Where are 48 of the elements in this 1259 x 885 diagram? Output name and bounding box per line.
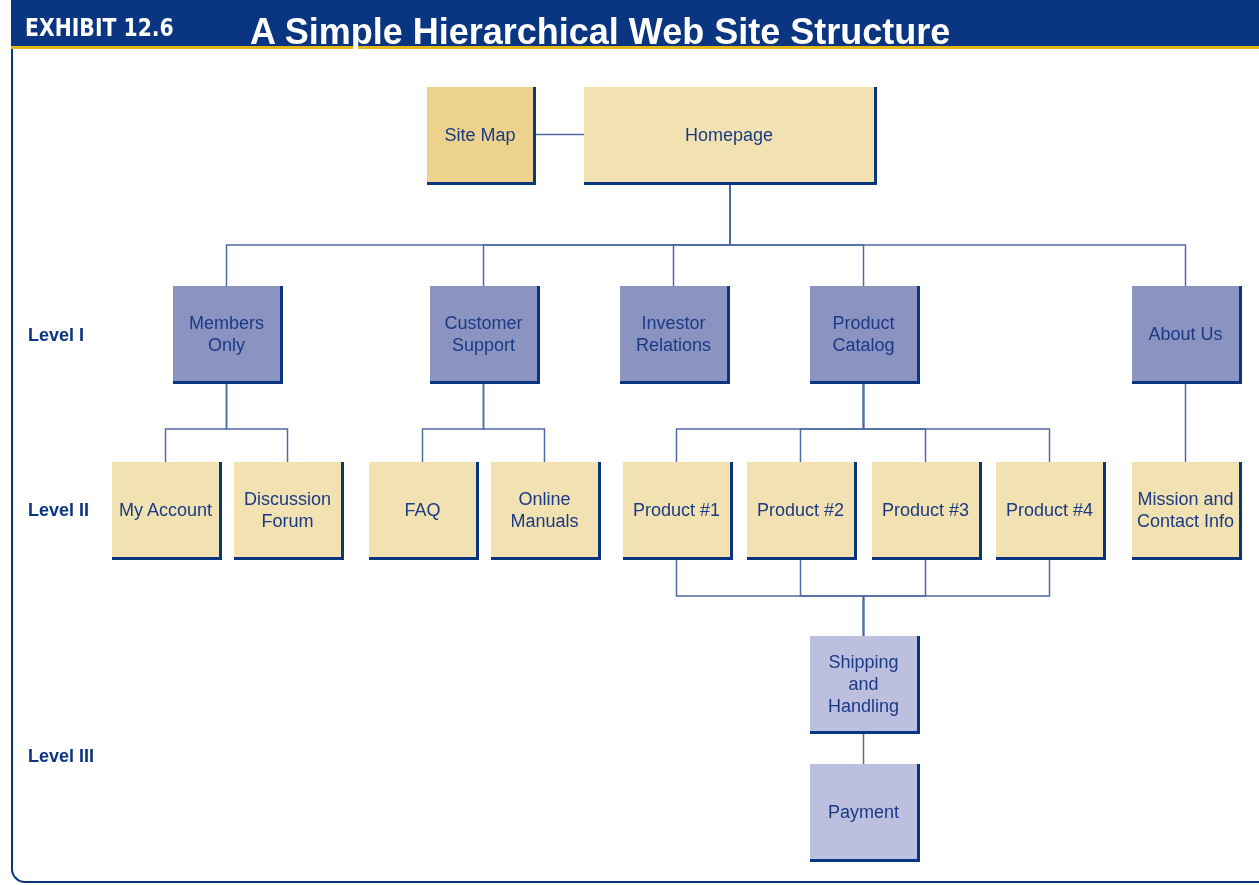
connector-line [862, 733, 865, 765]
page-box [173, 286, 283, 384]
page-box [623, 462, 733, 560]
page-label: Payment [826, 800, 900, 823]
page-label: Mission and Contact Info [1136, 487, 1235, 532]
page-label: My Account [117, 498, 213, 521]
page-label: Product #2 [755, 498, 846, 521]
page-label: Product Catalog [831, 311, 896, 356]
page-label: Investor Relations [634, 311, 712, 356]
page-box [996, 462, 1106, 560]
exhibit-number: EXHIBIT 12.6 [25, 14, 174, 42]
title: A Simple Hierarchical Web Site Structure [250, 12, 951, 52]
page-label: FAQ [403, 498, 442, 521]
connector-line [225, 383, 289, 463]
level-label: Level III [28, 746, 95, 767]
connector-line [862, 383, 1051, 463]
level-label: Level I [28, 325, 85, 346]
page-label: Site Map [443, 123, 517, 146]
page-box [872, 462, 982, 560]
page-box [810, 636, 920, 734]
page-box [1132, 286, 1242, 384]
page-label: Homepage [683, 123, 775, 146]
page-label: Product #3 [880, 498, 971, 521]
page-label: Product #1 [631, 498, 722, 521]
page-box [620, 286, 730, 384]
page-label: Discussion Forum [243, 487, 332, 532]
page-box [810, 286, 920, 384]
page-label: Members Only [188, 311, 265, 356]
page-label: Customer Support [443, 311, 524, 356]
page-box [430, 286, 540, 384]
page-box [1132, 462, 1242, 560]
page-box [427, 87, 536, 185]
page-box [810, 764, 920, 862]
connector-line [535, 133, 585, 136]
level-label: Level II [28, 500, 90, 521]
page-label: Product #4 [1004, 498, 1095, 521]
page-box [234, 462, 344, 560]
page-box [747, 462, 857, 560]
page-label: Shipping and Handling [826, 650, 901, 717]
connector-line [862, 559, 1051, 637]
page-box [369, 462, 479, 560]
page-label: Online Manuals [509, 487, 580, 532]
page-box [112, 462, 222, 560]
page-box [584, 87, 877, 185]
connector-line [482, 383, 546, 463]
connector-line [1184, 383, 1187, 463]
page-label: About Us [1147, 322, 1224, 345]
page-box [491, 462, 601, 560]
